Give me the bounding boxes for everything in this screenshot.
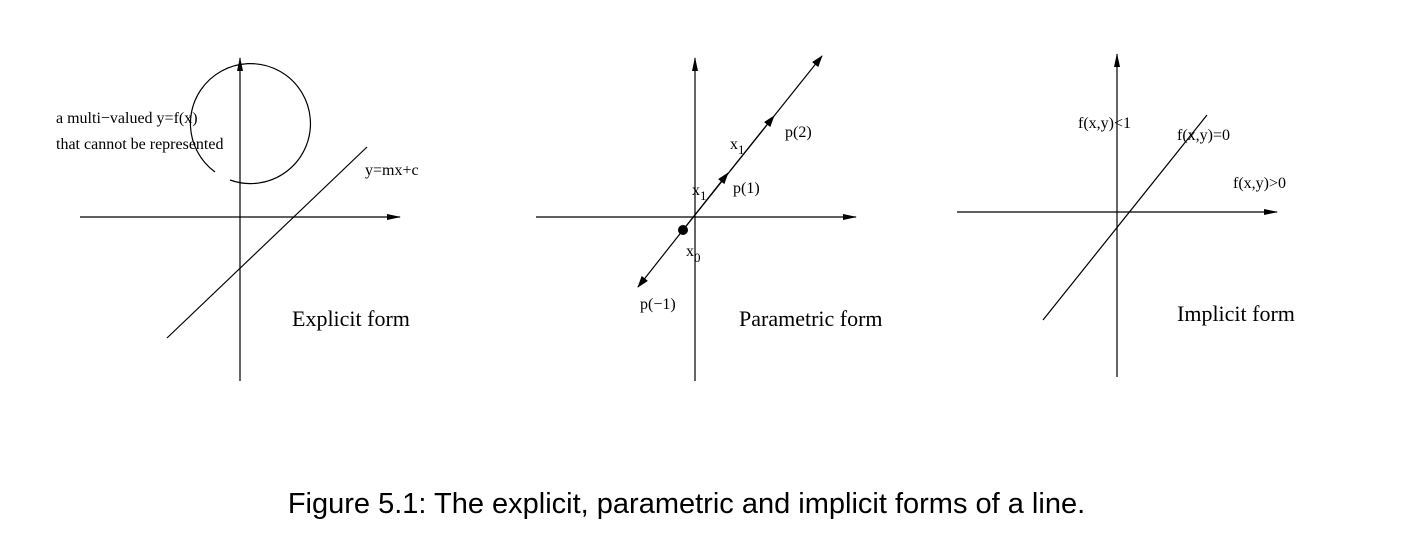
parametric-origin-point — [678, 225, 688, 235]
parametric-x0-label: x0 — [686, 243, 701, 265]
figure-caption: Figure 5.1: The explicit, parametric and… — [287, 488, 1086, 520]
implicit-greater-label: f(x,y)>0 — [1233, 175, 1286, 192]
multivalued-circle — [189, 63, 312, 185]
explicit-note-line2: that cannot be represented — [56, 136, 223, 153]
implicit-line — [1042, 114, 1208, 321]
parametric-p2-label: p(2) — [785, 124, 812, 141]
implicit-equal-label: f(x,y)=0 — [1177, 127, 1230, 144]
implicit-title: Implicit form — [1177, 301, 1295, 326]
explicit-note-line1: a multi−valued y=f(x) — [56, 110, 198, 127]
explicit-title: Explicit form — [292, 306, 410, 331]
parametric-x1-lower-label: x1 — [692, 182, 707, 203]
parametric-line-lower — [637, 229, 684, 288]
explicit-line-label: y=mx+c — [365, 162, 419, 179]
implicit-less-label: f(x,y)<1 — [1078, 115, 1131, 132]
parametric-p1-label: p(1) — [733, 180, 760, 197]
parametric-vector-x1-upper — [729, 115, 775, 172]
parametric-title: Parametric form — [739, 306, 883, 331]
parametric-pm1-label: p(−1) — [640, 296, 676, 313]
explicit-line — [166, 146, 368, 339]
parametric-vector-x1-lower — [682, 172, 729, 231]
implicit-panel: f(x,y)<1 f(x,y)=0 f(x,y)>0 Implicit form — [957, 53, 1295, 377]
explicit-panel: a multi−valued y=f(x) that cannot be rep… — [56, 57, 419, 381]
parametric-panel: x1 x1 x0 p(2) p(1) p(−1) Parametric form — [536, 55, 883, 381]
parametric-x1-upper-label: x1 — [730, 136, 745, 157]
